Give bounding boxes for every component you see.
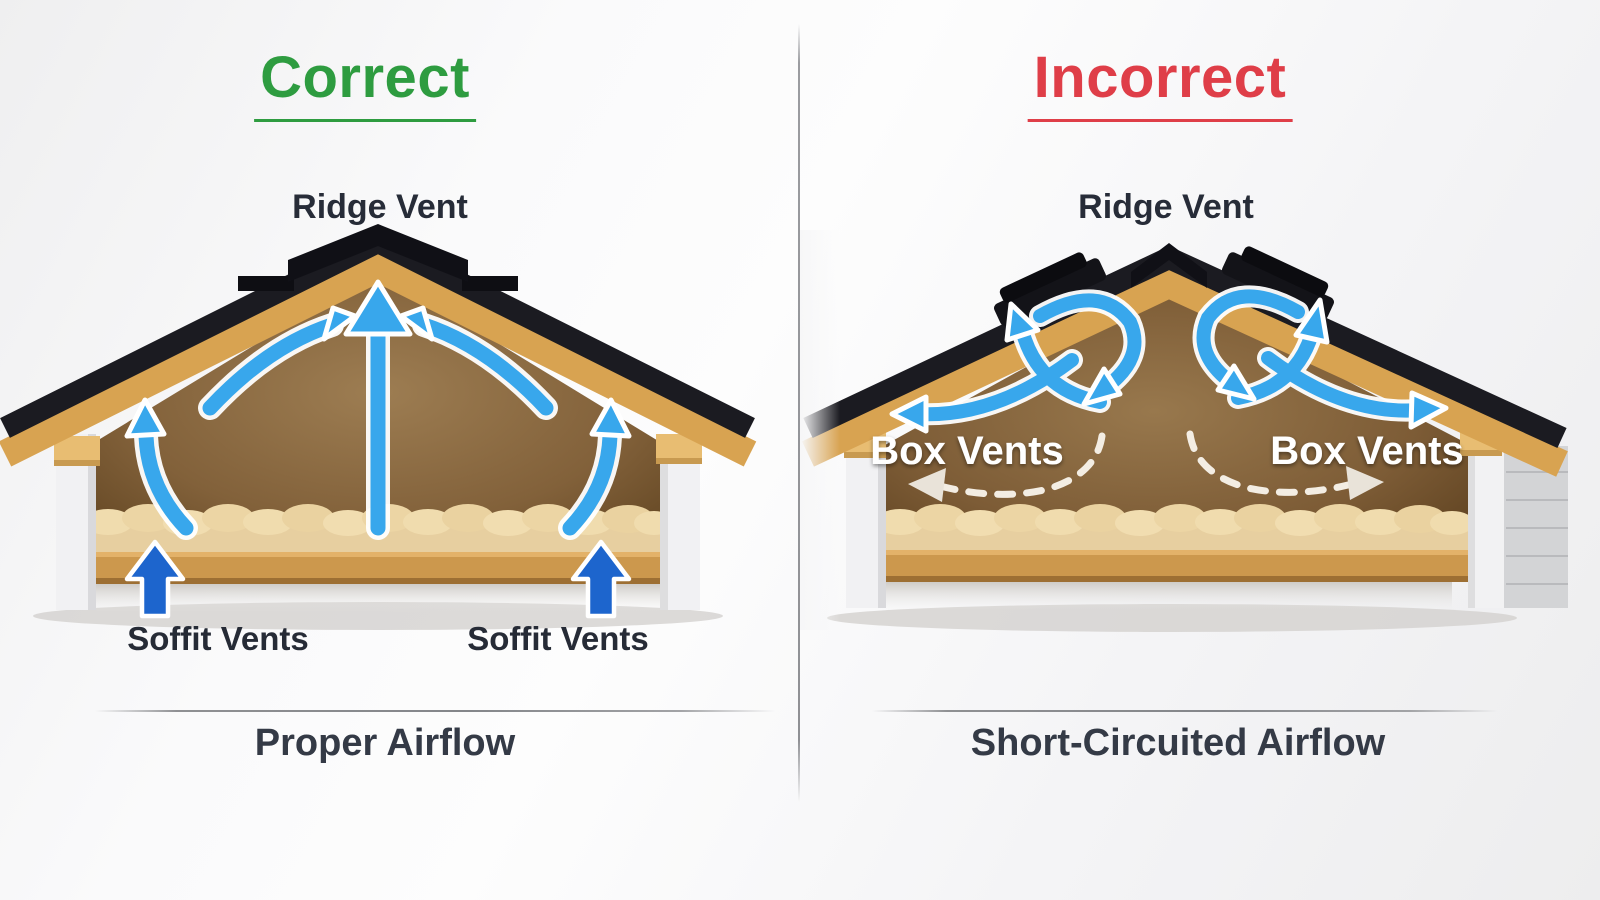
- ridge-vent-label-left: Ridge Vent: [292, 188, 468, 226]
- incorrect-heading: Incorrect: [1027, 44, 1293, 122]
- soffit-vents-label-right: Soffit Vents: [467, 620, 649, 657]
- short-circuit-arrows: [889, 285, 1449, 434]
- right-caption-rule: [872, 710, 1497, 712]
- left-eave-arrow: [138, 428, 194, 536]
- right-loop-arrow: [1196, 289, 1305, 391]
- correct-roof-diagram: [0, 224, 757, 630]
- dashed-arrow-left: [940, 432, 1106, 498]
- foundation-band: [886, 582, 1452, 610]
- left-outflow-arrow: [911, 353, 1079, 422]
- edge-fade: [800, 230, 840, 630]
- left-caption-rule: [95, 710, 775, 712]
- correct-heading: Correct: [254, 44, 476, 122]
- proper-airflow-caption: Proper Airflow: [254, 722, 516, 764]
- short-circuited-airflow-caption: Short-Circuited Airflow: [970, 722, 1386, 764]
- left-loop-arrow: [1033, 293, 1142, 395]
- right-eave-arrow: [562, 428, 618, 536]
- ridge-cap: [1131, 243, 1207, 288]
- right-wall: [1468, 436, 1506, 608]
- soffit-intake-arrows: [124, 539, 632, 619]
- soffit-vents-label-left: Soffit Vents: [127, 620, 309, 657]
- box-vent-left: [994, 252, 1106, 326]
- box-vent-right: [1222, 246, 1334, 320]
- joist-beam: [868, 550, 1472, 582]
- roof-wood-deck: [0, 252, 757, 467]
- right-outflow-arrow: [1261, 351, 1427, 418]
- ground-shadow: [827, 604, 1517, 632]
- incorrect-roof-diagram: Box Vents Box Vents: [800, 230, 1568, 632]
- ridge-vent: [238, 224, 518, 291]
- ridge-vent-label-right: Ridge Vent: [1078, 188, 1254, 226]
- right-slope-arrow: [416, 317, 554, 416]
- box-vents-label-left: Box Vents: [870, 429, 1063, 473]
- foundation-band: [96, 584, 660, 612]
- panel-divider: [798, 24, 800, 802]
- rafter-block-left: [54, 436, 100, 466]
- airflow-arrows: [124, 279, 632, 540]
- soffit-arrow-left: [124, 539, 186, 619]
- insulation-layer: [875, 504, 1474, 552]
- stagnant-airflow-dashed-arrows: [908, 430, 1384, 502]
- box-vents-label-right: Box Vents: [1270, 429, 1463, 473]
- soffit-arrow-right: [570, 539, 632, 619]
- dashed-arrow-right: [1186, 430, 1352, 496]
- left-wall: [846, 436, 886, 608]
- left-slope-arrow: [202, 317, 340, 416]
